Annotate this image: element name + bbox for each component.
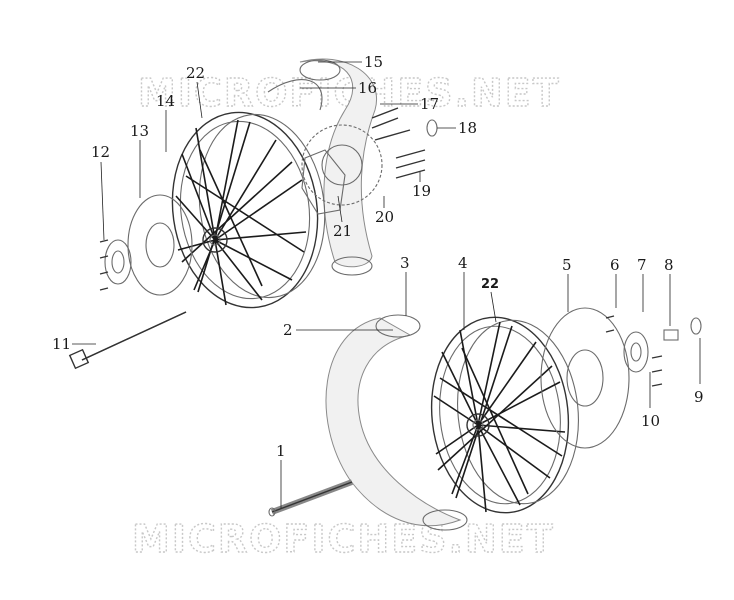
front-disc-adapter xyxy=(623,331,649,373)
svg-text:4: 4 xyxy=(458,254,468,272)
front-tyre-back xyxy=(457,319,579,505)
svg-text:20: 20 xyxy=(375,208,394,226)
rear-fender-end-top xyxy=(299,59,341,81)
rear-tyre-back xyxy=(198,113,326,299)
callout-22-front: 22 xyxy=(481,277,499,323)
front-axle-nut xyxy=(690,317,702,335)
callout-19: 19 xyxy=(412,172,431,200)
rear-hub-center xyxy=(209,234,221,246)
front-spokes xyxy=(433,321,566,513)
rear-brake-disc xyxy=(127,194,193,296)
rear-axle-nut xyxy=(426,119,438,137)
rear-sprocket xyxy=(301,124,383,206)
svg-text:11: 11 xyxy=(52,335,71,353)
front-axle xyxy=(268,479,354,517)
callout-5: 5 xyxy=(562,256,572,312)
svg-text:9: 9 xyxy=(694,388,704,406)
callout-4: 4 xyxy=(458,254,468,330)
callout-11: 11 xyxy=(52,335,96,353)
rear-spokes xyxy=(175,119,307,306)
rear-fender-end-bottom xyxy=(331,256,373,276)
front-brake-disc-center xyxy=(566,349,604,407)
front-fender xyxy=(325,317,462,527)
svg-text:1: 1 xyxy=(276,442,286,460)
callout-8: 8 xyxy=(664,256,674,326)
front-fender-end-top xyxy=(375,314,421,338)
rear-rim-outer xyxy=(171,111,319,309)
callout-14: 14 xyxy=(156,92,175,152)
callout-13: 13 xyxy=(130,122,149,198)
callout-9: 9 xyxy=(694,338,704,406)
svg-text:12: 12 xyxy=(91,143,110,161)
callout-17: 17 xyxy=(380,95,439,113)
svg-text:17: 17 xyxy=(420,95,439,113)
svg-text:2: 2 xyxy=(283,321,293,339)
svg-text:5: 5 xyxy=(562,256,572,274)
callout-1: 1 xyxy=(276,442,286,508)
svg-text:14: 14 xyxy=(156,92,175,110)
svg-text:22: 22 xyxy=(186,64,205,82)
callout-21: 21 xyxy=(333,195,352,240)
front-brake-disc xyxy=(540,307,630,449)
callout-16: 16 xyxy=(300,79,377,97)
callout-7: 7 xyxy=(637,256,647,312)
rear-sprocket-center xyxy=(321,144,363,186)
front-rim-outer xyxy=(430,316,570,514)
front-hub-center xyxy=(472,419,484,431)
callout-10: 10 xyxy=(641,372,660,430)
callout-15: 15 xyxy=(318,53,383,71)
watermark-bottom: MICROFICHES.NET xyxy=(132,517,555,561)
svg-text:13: 13 xyxy=(130,122,149,140)
rear-wheel-assembly xyxy=(99,58,438,309)
sprocket-bolts xyxy=(371,107,426,179)
rear-brake-disc-center xyxy=(145,222,175,268)
svg-text:7: 7 xyxy=(637,256,647,274)
callout-6: 6 xyxy=(610,256,620,308)
front-fender-end-bottom xyxy=(422,509,468,531)
svg-text:21: 21 xyxy=(333,222,352,240)
rear-disc-adapter xyxy=(104,239,132,285)
svg-text:16: 16 xyxy=(358,79,377,97)
callout-3: 3 xyxy=(400,254,410,316)
front-disc-bolts xyxy=(605,315,663,387)
rear-axle xyxy=(68,311,187,370)
callout-12: 12 xyxy=(91,143,110,241)
svg-text:18: 18 xyxy=(458,119,477,137)
callout-22-rear: 22 xyxy=(186,64,205,119)
rear-disc-bolts xyxy=(99,239,109,291)
front-spacer xyxy=(663,329,679,341)
svg-text:10: 10 xyxy=(641,412,660,430)
front-wheel-assembly xyxy=(325,307,702,531)
rear-fender-inner xyxy=(267,79,323,111)
callout-20: 20 xyxy=(375,196,394,226)
rear-rim-inner xyxy=(179,120,311,300)
svg-text:6: 6 xyxy=(610,256,620,274)
front-hub xyxy=(466,413,490,437)
svg-text:8: 8 xyxy=(664,256,674,274)
svg-text:15: 15 xyxy=(364,53,383,71)
rear-hub xyxy=(202,227,228,253)
svg-text:19: 19 xyxy=(412,182,431,200)
svg-text:3: 3 xyxy=(400,254,410,272)
rear-fender xyxy=(299,58,377,268)
svg-text:22: 22 xyxy=(481,277,499,292)
callout-2: 2 xyxy=(283,321,393,339)
callout-18: 18 xyxy=(437,119,477,137)
front-rim-inner xyxy=(439,325,561,505)
